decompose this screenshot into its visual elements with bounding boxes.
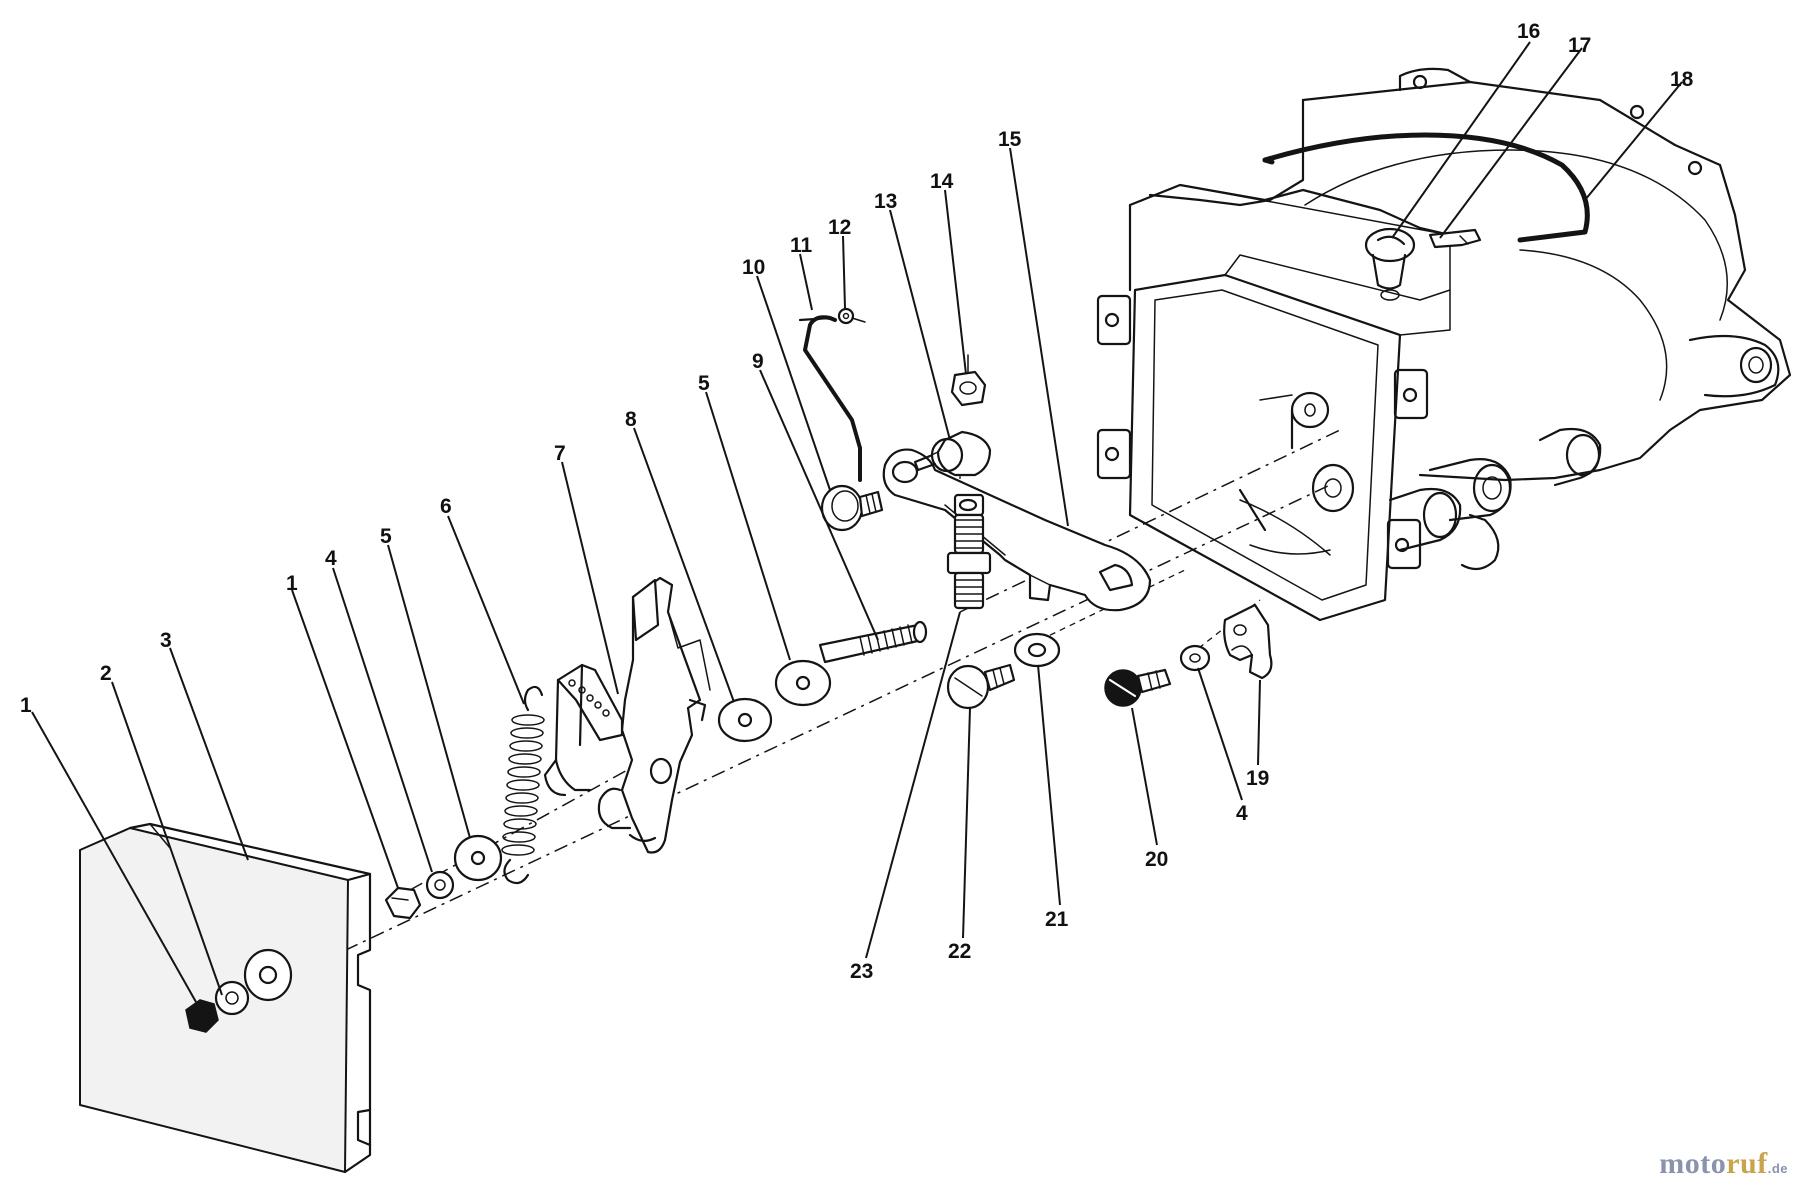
callout-21: 21 — [1045, 908, 1069, 931]
watermark-part2: ruf — [1726, 1147, 1768, 1180]
callout-1b: 1 — [286, 572, 298, 595]
callout-labels: 1 2 3 1 4 5 6 7 8 5 9 10 11 12 13 14 15 … — [20, 20, 1694, 983]
watermark-logo: motoruf.de — [1659, 1147, 1788, 1181]
callout-1a: 1 — [20, 694, 32, 717]
spring-coils — [501, 714, 545, 856]
callout-16: 16 — [1517, 20, 1540, 43]
callout-3: 3 — [160, 629, 172, 652]
callout-15: 15 — [998, 128, 1022, 151]
adjustment-bracket — [543, 663, 624, 797]
engine-housing — [1148, 67, 1792, 571]
callout-5a: 5 — [380, 525, 392, 548]
callout-5b: 5 — [698, 372, 710, 395]
throttle-link-wire — [798, 307, 866, 482]
washer-21 — [1013, 632, 1061, 668]
washer-5a — [453, 834, 503, 882]
callout-20: 20 — [1145, 848, 1168, 871]
callout-10: 10 — [742, 256, 765, 279]
callout-12: 12 — [828, 216, 851, 239]
flat-washer — [717, 697, 773, 743]
watermark-part1: moto — [1659, 1147, 1727, 1180]
cable-clamp — [1223, 603, 1273, 680]
washer-4b — [1179, 644, 1211, 672]
nut-1a — [185, 999, 219, 1033]
hex-nut-upper — [950, 354, 987, 407]
callout-2: 2 — [100, 662, 112, 685]
callout-7: 7 — [554, 442, 566, 465]
callout-11: 11 — [790, 234, 813, 257]
governor-arm — [882, 448, 1152, 612]
callout-6: 6 — [440, 495, 452, 518]
callout-8: 8 — [625, 408, 637, 431]
governor-wire-assembly — [1262, 132, 1590, 301]
screw-20 — [1104, 668, 1172, 707]
callout-4b: 4 — [1236, 802, 1248, 825]
callout-19: 19 — [1246, 767, 1269, 790]
callout-22: 22 — [948, 940, 971, 963]
callout-23: 23 — [850, 960, 873, 983]
callout-4a: 4 — [325, 547, 337, 570]
watermark-part3: .de — [1767, 1161, 1788, 1176]
gear-case-frame — [1096, 183, 1452, 622]
swivel-nut — [913, 430, 992, 477]
thumb-screw — [820, 484, 884, 532]
callout-9: 9 — [752, 350, 764, 373]
callout-18: 18 — [1670, 68, 1694, 91]
nut-1b — [384, 886, 422, 920]
washer-4a — [425, 870, 455, 900]
long-bolt — [818, 620, 928, 664]
tension-spring — [501, 685, 545, 885]
screw-22 — [946, 663, 1016, 710]
governor-lever — [597, 576, 711, 854]
callout-17: 17 — [1568, 34, 1591, 57]
washer-2 — [214, 980, 250, 1016]
callout-14: 14 — [930, 170, 954, 193]
threaded-stud — [946, 513, 992, 610]
washer-5b — [774, 659, 832, 707]
leader-lines — [31, 41, 1683, 1003]
callout-13: 13 — [874, 190, 897, 213]
